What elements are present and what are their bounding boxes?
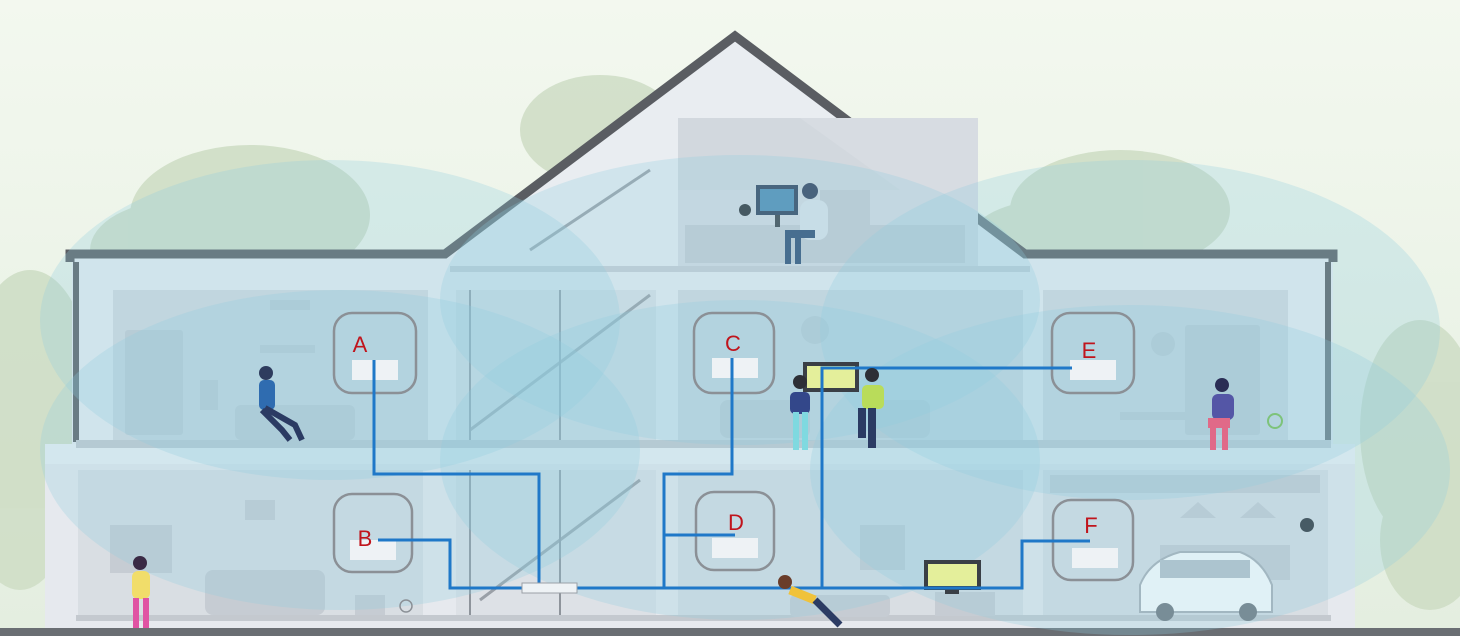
person-lounging	[778, 575, 843, 628]
access-point-label-f: F	[1084, 513, 1098, 538]
access-point-C	[692, 311, 776, 395]
access-point-label-b: B	[357, 526, 373, 551]
access-point-B	[332, 492, 414, 574]
car	[1139, 551, 1273, 621]
people-gaming	[790, 368, 884, 450]
access-point-D	[694, 490, 776, 572]
access-point-label-d: D	[728, 510, 744, 535]
attic-person	[739, 183, 828, 264]
wifi-coverage-zones	[40, 155, 1450, 635]
security-camera-icon	[1300, 518, 1314, 532]
access-point-label-c: C	[725, 331, 741, 356]
access-point-label-e: E	[1081, 338, 1097, 363]
access-point-E	[1050, 311, 1136, 395]
person-dining	[1208, 378, 1234, 450]
ethernet-cables	[372, 358, 1090, 590]
network-switch	[521, 582, 578, 594]
tv-ground	[924, 560, 981, 594]
person-standing	[132, 556, 150, 628]
access-point-label-a: A	[352, 332, 368, 357]
person-reading	[259, 366, 305, 442]
